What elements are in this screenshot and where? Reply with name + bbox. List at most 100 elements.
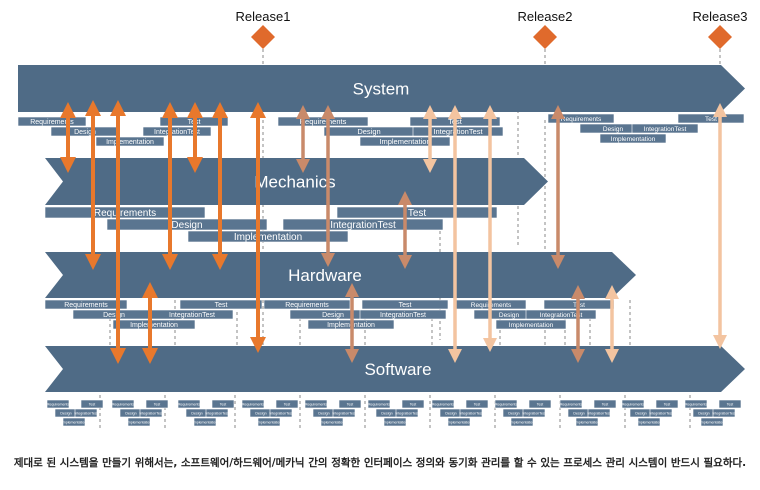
phase-box-requirements (431, 399, 455, 409)
phase-box-requirements (177, 399, 201, 409)
phase-box-test (401, 399, 425, 409)
phase-box-requirements (559, 399, 583, 409)
phase-label-design: Design (103, 312, 125, 319)
phase-label-integration-test: IntegrationTest (649, 411, 673, 415)
phase-box-implementation (700, 417, 724, 427)
phase-label-design: Design (573, 411, 584, 415)
phase-box-implementation (510, 417, 534, 427)
phase-box-integration-test (282, 218, 444, 231)
phase-label-test: Test (154, 402, 161, 406)
phase-box-implementation (447, 417, 471, 427)
phase-label-implementation: Implementation (127, 420, 152, 424)
phase-box-implementation (187, 230, 349, 243)
phase-label-design: Design (171, 220, 202, 231)
phase-label-integration-test: IntegrationTest (433, 127, 483, 136)
phase-box-requirements (111, 399, 135, 409)
phase-box-integration-test (269, 408, 293, 418)
phase-label-test: Test (399, 302, 412, 309)
phase-label-design: Design (445, 411, 456, 415)
phase-label-test: Test (705, 116, 717, 123)
phase-label-test: Test (408, 208, 427, 219)
phase-box-integration-test (459, 408, 483, 418)
phase-box-requirements (44, 299, 128, 310)
phase-label-requirements: Requirements (560, 402, 583, 406)
phase-box-requirements (621, 399, 645, 409)
phase-label-integration-test: IntegrationTest (332, 411, 356, 415)
phase-label-implementation: Implementation (62, 420, 87, 424)
phase-label-integration-test: IntegrationTest (644, 126, 687, 133)
phase-label-integration-test: IntegrationTest (712, 411, 736, 415)
phase-label-implementation: Implementation (379, 137, 430, 146)
phase-box-requirements (367, 399, 391, 409)
phase-label-requirements: Requirements (47, 402, 70, 406)
phase-label-implementation: Implementation (637, 420, 662, 424)
phase-box-integration-test (631, 123, 699, 134)
phase-box-test (80, 399, 104, 409)
phase-label-implementation: Implementation (320, 420, 345, 424)
phase-box-test (211, 399, 235, 409)
phase-box-integration-test (395, 408, 419, 418)
phase-label-integration-test: IntegrationTest (540, 312, 583, 319)
band-label-software: Software (364, 360, 431, 379)
phase-box-implementation (257, 417, 281, 427)
release-label-2: Release2 (518, 9, 573, 24)
phase-box-implementation (575, 417, 599, 427)
phase-box-integration-test (712, 408, 736, 418)
phase-label-design: Design (60, 411, 71, 415)
phase-label-implementation: Implementation (130, 322, 178, 329)
phase-box-requirements (494, 399, 518, 409)
phase-label-requirements: Requirements (285, 302, 329, 309)
phase-label-design: Design (381, 411, 392, 415)
phase-box-integration-test (332, 408, 356, 418)
phase-box-requirements (547, 113, 615, 124)
phase-box-integration-test (139, 408, 163, 418)
phase-label-test: Test (537, 402, 544, 406)
phase-box-requirements (304, 399, 328, 409)
phase-label-design: Design (322, 312, 344, 319)
band-software (45, 346, 745, 392)
band-label-system: System (353, 80, 410, 99)
phase-label-implementation: Implementation (383, 420, 408, 424)
phase-box-requirements (241, 399, 265, 409)
phase-label-implementation: Implementation (257, 420, 282, 424)
phase-box-test (528, 399, 552, 409)
phase-box-implementation (193, 417, 217, 427)
phase-label-requirements: Requirements (432, 402, 455, 406)
phase-label-implementation: Implementation (447, 420, 472, 424)
phase-label-design: Design (698, 411, 709, 415)
phase-box-design (106, 218, 268, 231)
phase-box-implementation (383, 417, 407, 427)
phase-box-requirements (46, 399, 70, 409)
release-label-3: Release3 (693, 9, 748, 24)
phase-box-integration-test (587, 408, 611, 418)
phase-label-design: Design (508, 411, 519, 415)
phase-label-implementation: Implementation (510, 420, 535, 424)
phase-box-requirements (684, 399, 708, 409)
phase-label-integration-test: IntegrationTest (395, 411, 419, 415)
phase-label-requirements: Requirements (305, 402, 328, 406)
phase-label-test: Test (284, 402, 291, 406)
band-system (18, 65, 745, 112)
phase-label-implementation: Implementation (509, 322, 554, 329)
phase-label-test: Test (220, 402, 227, 406)
phase-label-integration-test: IntegrationTest (330, 220, 396, 231)
phase-label-integration-test: IntegrationTest (380, 312, 426, 319)
phase-box-implementation (320, 417, 344, 427)
phase-box-integration-test (74, 408, 98, 418)
phase-label-test: Test (474, 402, 481, 406)
phase-box-implementation (637, 417, 661, 427)
phase-label-design: Design (635, 411, 646, 415)
phase-label-implementation: Implementation (611, 136, 656, 143)
phase-label-requirements: Requirements (94, 208, 156, 219)
phase-box-integration-test (525, 309, 597, 320)
phase-box-test (465, 399, 489, 409)
phase-label-design: Design (318, 411, 329, 415)
phase-label-test: Test (347, 402, 354, 406)
release-diamond-3 (708, 25, 732, 49)
phase-label-design: Design (499, 312, 520, 319)
phase-box-test (338, 399, 362, 409)
phase-label-design: Design (191, 411, 202, 415)
phase-label-requirements: Requirements (112, 402, 135, 406)
